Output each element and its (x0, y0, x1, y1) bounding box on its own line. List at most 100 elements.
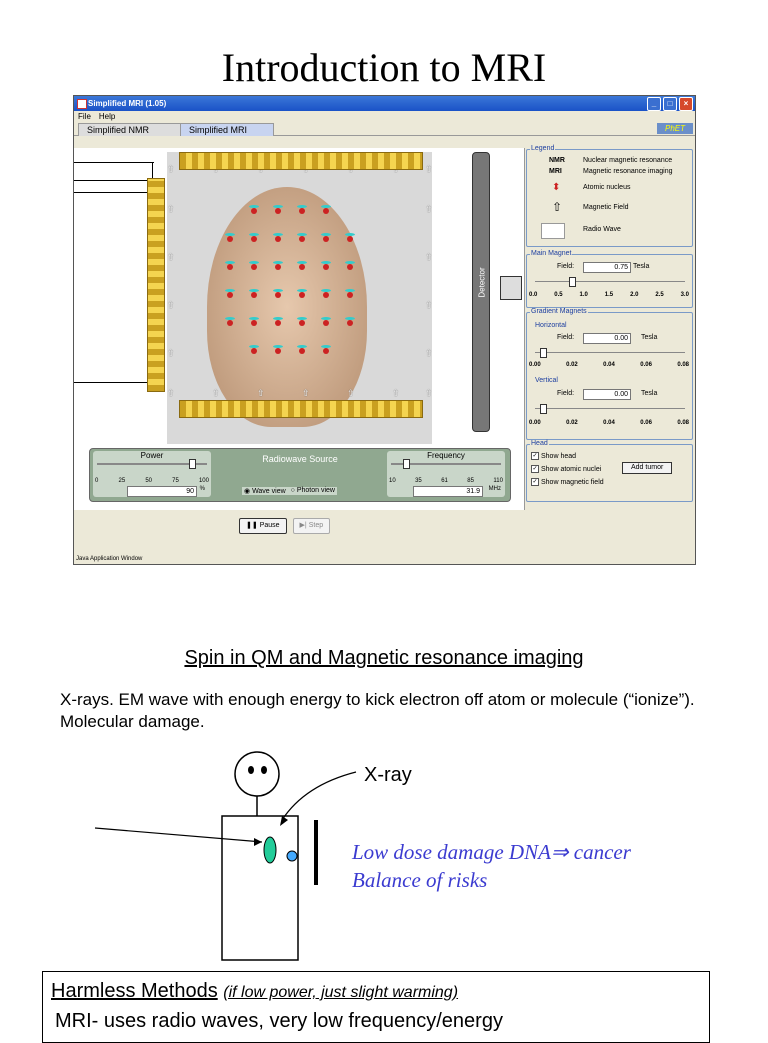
wave-view-radio[interactable]: ◉ Wave view (244, 488, 286, 495)
show-nuclei-checkbox[interactable]: ✓Show atomic nuclei (531, 465, 602, 473)
field-label: Field: (557, 390, 575, 397)
add-tumor-button[interactable]: Add tumor (622, 462, 673, 474)
tab-simplified-nmr[interactable]: Simplified NMR (78, 123, 186, 136)
horizontal-field-input[interactable]: 0.00 (583, 333, 631, 344)
tab-simplified-mri[interactable]: Simplified MRI (180, 123, 274, 136)
top-coil (179, 152, 423, 170)
page-title: Introduction to MRI (221, 45, 547, 90)
frequency-tick: 85 (467, 478, 474, 484)
power-tick: 75 (172, 478, 179, 484)
legend-desc: Atomic nucleus (583, 184, 631, 191)
vertical-slider[interactable] (535, 408, 685, 409)
menu-help[interactable]: Help (98, 112, 116, 121)
photon-view-radio[interactable]: ○ Photon view (290, 487, 335, 494)
vertical-field-input[interactable]: 0.00 (583, 389, 631, 400)
legend-key-mri: MRI (549, 168, 562, 175)
tab-bar: Simplified NMR Simplified MRI PhET (74, 122, 695, 136)
power-unit: % (199, 486, 205, 492)
magnetic-field-arrow-icon: ⇧ (425, 204, 432, 214)
xray-diagram (94, 751, 357, 961)
radio-wave-icon (541, 223, 565, 239)
harmless-subtitle: (if low power, just slight warming) (223, 984, 459, 1001)
playback-controls: ❚❚ Pause ▶| Step (239, 518, 331, 534)
atomic-nucleus-icon (321, 345, 331, 354)
arrowhead-icon (254, 838, 262, 846)
power-tick: 100 (198, 478, 209, 484)
legend-desc: Nuclear magnetic resonance (583, 157, 673, 164)
power-tick: 50 (145, 478, 152, 484)
legend-desc: Radio Wave (583, 226, 621, 233)
atomic-nucleus-icon (273, 261, 283, 270)
frequency-slider-knob[interactable] (403, 459, 410, 469)
legend-key-nmr: NMR (549, 157, 565, 164)
frequency-slider[interactable] (391, 459, 501, 469)
atomic-nucleus-icon (345, 317, 355, 326)
horizontal-slider-knob[interactable] (540, 348, 547, 358)
left-eye (248, 766, 254, 774)
magnetic-field-arrow-icon: ⇧ (257, 388, 265, 398)
magnetic-field-arrow-icon: ⇧ (425, 164, 432, 174)
step-button[interactable]: ▶| Step (292, 518, 331, 534)
legend-desc: Magnetic Field (583, 204, 629, 211)
show-field-checkbox[interactable]: ✓Show magnetic field (531, 478, 604, 486)
harmless-title: Harmless Methods (51, 980, 218, 1002)
magnetic-field-arrow-icon: ⇧ (425, 300, 432, 310)
xray-pointer-curve (281, 771, 357, 821)
gradient-magnets-panel: Gradient Magnets Horizontal Field: 0.00 … (526, 308, 693, 440)
close-icon[interactable]: × (679, 97, 693, 111)
maximize-icon[interactable]: □ (663, 97, 677, 111)
magnetic-field-arrow-icon: ⇧ (425, 348, 432, 358)
atomic-nucleus-icon (345, 233, 355, 242)
magnetic-field-arrow-icon: ⇧ (347, 388, 355, 398)
magnetic-field-arrow-icon: ⇧ (425, 388, 432, 398)
phet-logo: PhET (657, 123, 693, 134)
window-titlebar[interactable]: Simplified MRI (1.05) _ □ × (74, 96, 695, 111)
horizontal-slider[interactable] (535, 352, 685, 353)
main-magnet-slider[interactable] (535, 281, 685, 282)
main-magnet-slider-knob[interactable] (569, 277, 576, 287)
pause-button[interactable]: ❚❚ Pause (239, 518, 287, 534)
power-slider[interactable] (97, 459, 207, 469)
step-icon: ▶| (299, 522, 309, 529)
minimize-icon[interactable]: _ (647, 97, 661, 111)
left-coil (147, 178, 165, 392)
atomic-nucleus-icon (273, 289, 283, 298)
menu-file[interactable]: File (78, 112, 91, 121)
atomic-nucleus-icon (273, 233, 283, 242)
field-label: Field: (557, 334, 575, 341)
atomic-nucleus-icon (321, 205, 331, 214)
atomic-nucleus-icon (297, 289, 307, 298)
atomic-nucleus-icon (273, 205, 283, 214)
atomic-nucleus-icon (297, 261, 307, 270)
app-window: Simplified MRI (1.05) _ □ × File Help Si… (73, 95, 696, 565)
show-head-checkbox[interactable]: ✓Show head (531, 452, 577, 460)
atomic-nucleus-icon (321, 289, 331, 298)
atomic-nucleus-icon (321, 233, 331, 242)
atomic-nucleus-icon (249, 317, 259, 326)
magnetic-field-arrow-icon: ⇧ (425, 252, 432, 262)
magnetic-field-arrow-icon: ⇧ (167, 252, 175, 262)
molecule-circle (286, 850, 298, 862)
vertical-slider-knob[interactable] (540, 404, 547, 414)
atomic-nucleus-icon (249, 205, 259, 214)
field-label: Field: (557, 263, 575, 270)
organ-ellipse (263, 836, 277, 864)
coil-wires (74, 162, 154, 383)
head-panel: Head ✓Show head ✓Show atomic nuclei ✓Sho… (526, 440, 693, 502)
power-slider-knob[interactable] (189, 459, 196, 469)
magnetic-field-arrow-icon: ⇧ (167, 204, 175, 214)
frequency-label: Frequency (427, 451, 465, 460)
frequency-value-field[interactable]: 31.9 (413, 486, 483, 497)
frequency-tick: 10 (389, 478, 396, 484)
tesla-unit: Tesla (633, 263, 650, 270)
xray-paragraph: X-rays. EM wave with enough energy to ki… (60, 690, 695, 731)
frequency-tick: 35 (415, 478, 422, 484)
main-magnet-field-input[interactable]: 0.75 (583, 262, 631, 273)
simulation-canvas: ⇧⇧⇧⇧⇧⇧⇧⇧⇧⇧⇧⇧⇧⇧⇧⇧⇧⇧⇧⇧⇧⇧ Detector Power 0 … (74, 148, 525, 510)
frequency-unit: MHz (488, 486, 501, 492)
mri-line: MRI- uses radio waves, very low frequenc… (55, 1010, 503, 1032)
power-value-field[interactable]: 90 (127, 486, 197, 497)
head-image (207, 187, 367, 427)
risk-note: Low dose damage DNA⇒ cancer Balance of r… (352, 838, 631, 894)
